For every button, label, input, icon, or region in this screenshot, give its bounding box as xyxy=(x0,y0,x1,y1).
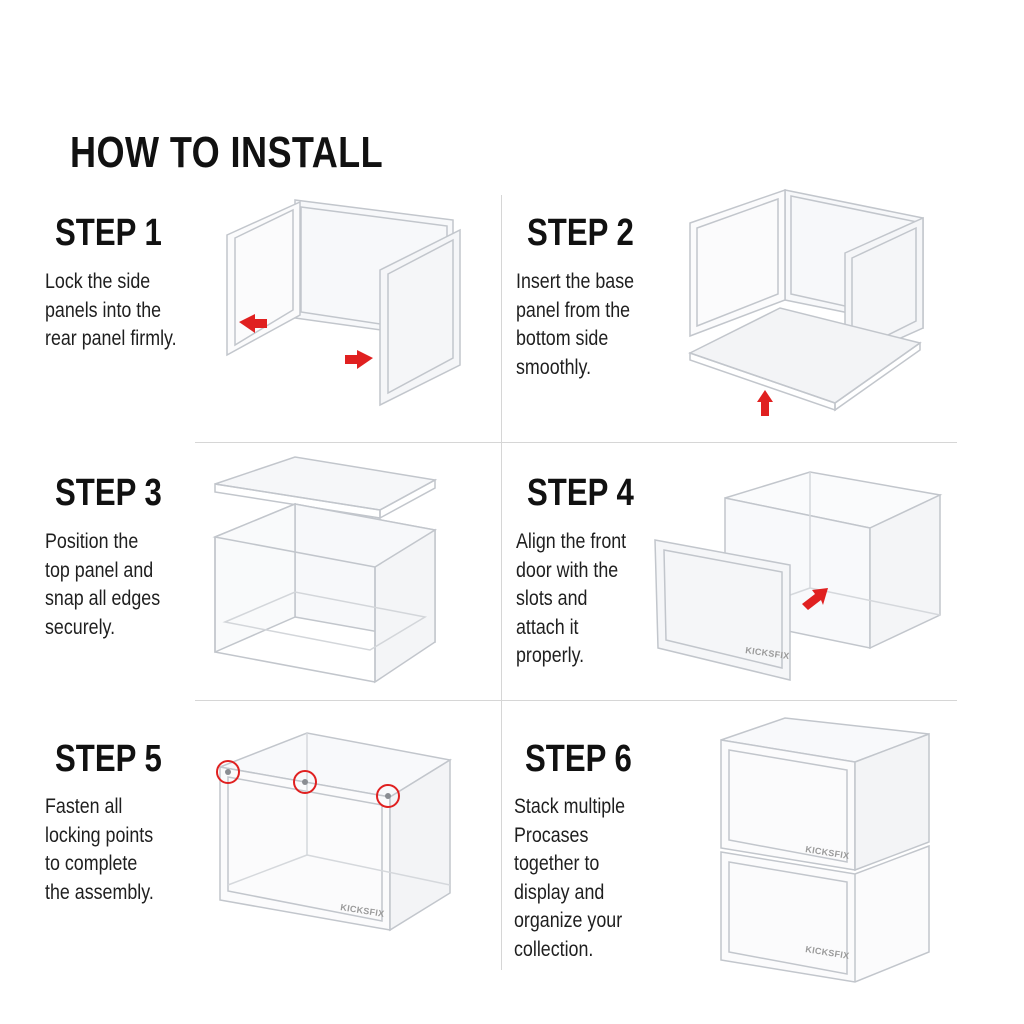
column-divider xyxy=(501,195,502,970)
step-3-illustration xyxy=(210,452,440,687)
step-1-illustration xyxy=(215,190,475,420)
step-5-title: STEP 5 xyxy=(55,738,162,780)
step-2-title: STEP 2 xyxy=(527,212,634,254)
row-divider-2 xyxy=(195,700,957,701)
red-arrow-icon xyxy=(757,390,773,416)
step-1-title: STEP 1 xyxy=(55,212,162,254)
step-2-description: Insert the base panel from the bottom si… xyxy=(516,270,635,379)
lock-point-circle-icon xyxy=(293,770,317,794)
step-6-title: STEP 6 xyxy=(525,738,632,780)
step-4-title: STEP 4 xyxy=(527,472,634,514)
step-6-description: Stack multiple Procases together to disp… xyxy=(514,795,626,961)
lock-point-circle-icon xyxy=(376,784,400,808)
lock-point-circle-icon xyxy=(216,760,240,784)
step-3-title: STEP 3 xyxy=(55,472,162,514)
red-arrow-icon xyxy=(239,314,373,369)
red-arrow-icon xyxy=(802,588,828,610)
step-2-illustration xyxy=(685,188,935,423)
step-4-illustration: KICKSFIX xyxy=(650,470,945,685)
step-5-illustration: KICKSFIX xyxy=(212,725,457,940)
step-3-description: Position the top panel and snap all edge… xyxy=(45,530,161,639)
step-1-description: Lock the side panels into the rear panel… xyxy=(45,270,177,350)
step-5-description: Fasten all locking points to complete th… xyxy=(45,795,154,904)
row-divider-1 xyxy=(195,442,957,443)
step-4-description: Align the front door with the slots and … xyxy=(516,530,627,667)
step-6-illustration: KICKSFIX KICKSFIX xyxy=(715,712,935,987)
page-title: HOW TO INSTALL xyxy=(70,128,384,177)
